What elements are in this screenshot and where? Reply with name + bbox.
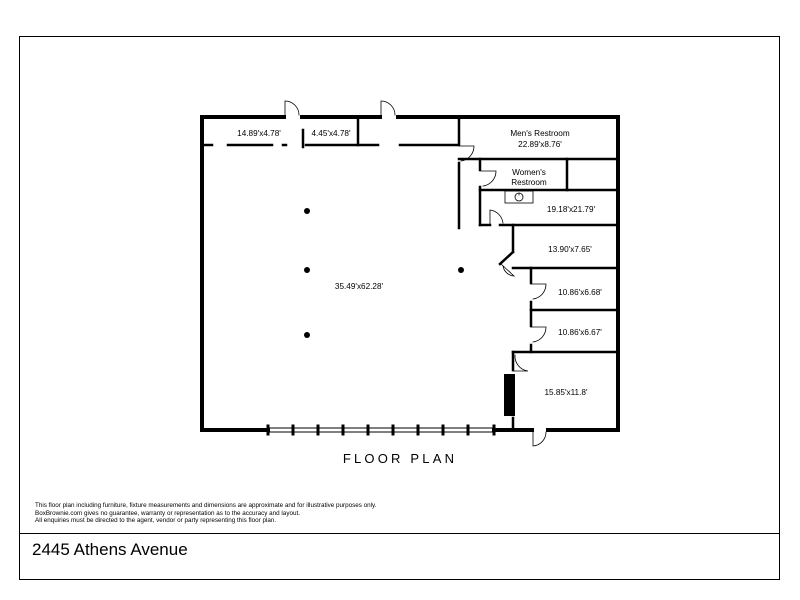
disclaimer: This floor plan including furniture, fix… xyxy=(35,502,377,525)
label-mens-restroom-size: 22.89'x8.76' xyxy=(518,140,562,149)
doors xyxy=(284,100,547,447)
label-mens-restroom: Men's Restroom xyxy=(510,129,570,138)
room-labels: 14.89'x4.78' 4.45'x4.78' 35.49'x62.28' M… xyxy=(237,129,602,397)
label-room-4: 10.86'x6.67' xyxy=(558,328,602,337)
label-room-2: 13.90'x7.65' xyxy=(548,245,592,254)
label-room-3: 10.86'x6.68' xyxy=(558,288,602,297)
label-room-5: 15.85'x11.8' xyxy=(544,388,587,397)
exterior-walls xyxy=(200,115,620,432)
fireplace-block xyxy=(504,374,515,416)
columns xyxy=(304,208,464,338)
interior-walls xyxy=(200,115,620,432)
disclaimer-line: BoxBrownie.com gives no guarantee, warra… xyxy=(35,509,300,517)
label-womens-restroom-line2: Restroom xyxy=(511,178,547,187)
disclaimer-line: All enquiries must be directed to the ag… xyxy=(35,517,277,525)
plan-heading: FLOOR PLAN xyxy=(342,451,458,466)
disclaimer-line: This floor plan including furniture, fix… xyxy=(35,502,377,509)
sink-fixture xyxy=(504,190,534,204)
label-main-hall: 35.49'x62.28' xyxy=(335,282,384,291)
footer-divider xyxy=(19,533,780,534)
label-vestibule-right: 4.45'x4.78' xyxy=(311,129,351,138)
label-womens-restroom: Women's xyxy=(512,168,546,177)
storefront-windows xyxy=(266,424,496,436)
plan-sheet xyxy=(19,36,780,580)
label-room-1: 19.18'x21.79' xyxy=(547,205,596,214)
property-address: 2445 Athens Avenue xyxy=(32,540,188,559)
label-vestibule-left: 14.89'x4.78' xyxy=(237,129,281,138)
